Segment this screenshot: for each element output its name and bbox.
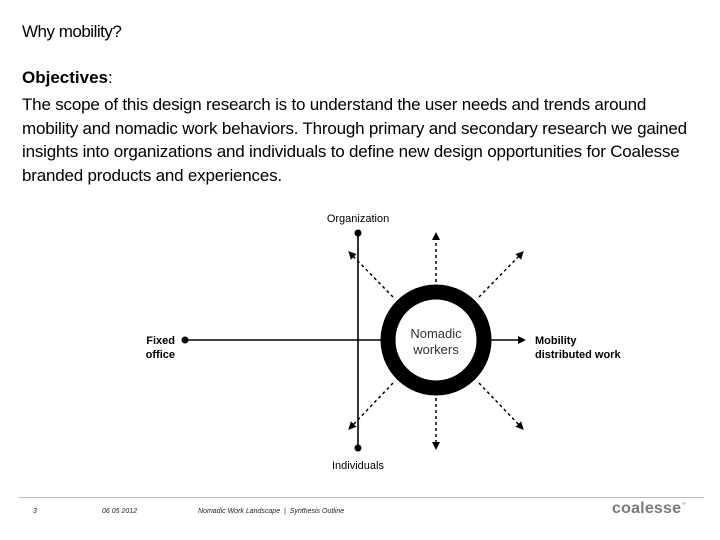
objectives-body: The scope of this design research is to … bbox=[22, 95, 687, 185]
horizontal-axis-left-dot bbox=[181, 336, 189, 344]
label-fixed: Fixed bbox=[146, 335, 175, 347]
radial-arrow-upper-left bbox=[348, 251, 394, 298]
objectives-heading: Objectives: bbox=[22, 68, 113, 88]
radial-arrow-lower-right bbox=[478, 382, 524, 430]
label-individuals: Individuals bbox=[332, 460, 384, 472]
center-label-workers: workers bbox=[412, 342, 459, 357]
nomadic-workers-ring bbox=[380, 284, 492, 396]
label-organization: Organization bbox=[327, 213, 389, 225]
logo-text: coalesse bbox=[612, 500, 682, 517]
objectives-label: Objectives bbox=[22, 68, 108, 87]
label-distributed-work: distributed work bbox=[535, 349, 621, 361]
footer-divider bbox=[18, 497, 704, 498]
label-office: office bbox=[146, 349, 175, 361]
radial-arrow-lower-left bbox=[348, 382, 394, 430]
footer-document-title: Nomadic Work Landscape | Synthesis Outli… bbox=[198, 508, 345, 515]
coalesse-logo: coalesse™ bbox=[612, 500, 686, 518]
footer-date: 06 05 2012 bbox=[102, 508, 138, 515]
label-mobility: Mobility bbox=[535, 335, 577, 347]
vertical-axis-top-dot bbox=[354, 229, 362, 237]
center-label-nomadic: Nomadic bbox=[410, 326, 462, 341]
slide-title: Why mobility? bbox=[22, 22, 122, 41]
footer-page-number: 3 bbox=[33, 508, 37, 515]
vertical-axis-bottom-dot bbox=[354, 444, 362, 452]
radial-arrow-upper-right bbox=[478, 251, 524, 298]
objectives-colon: : bbox=[108, 68, 113, 87]
logo-trademark: ™ bbox=[681, 502, 687, 508]
